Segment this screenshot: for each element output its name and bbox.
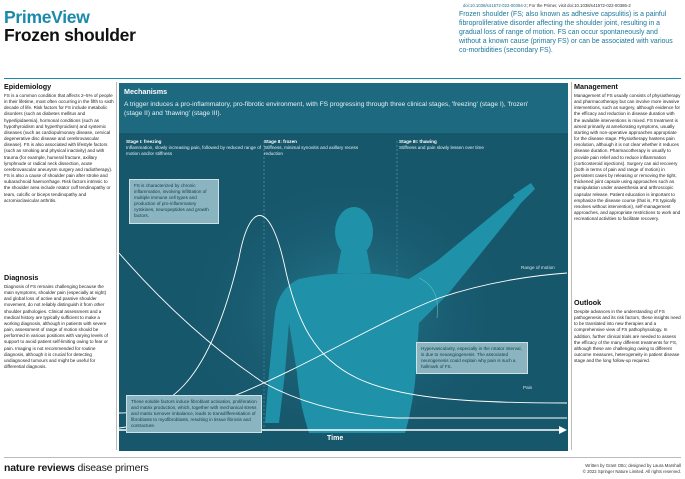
- mechanisms-panel: Mechanisms A trigger induces a pro-infla…: [119, 83, 568, 451]
- intro-band: [119, 83, 568, 133]
- doi-note: ; For the Primer, visit doi:10.1038/s415…: [526, 3, 631, 8]
- time-axis-arrow: [559, 426, 567, 434]
- credit-authors: Written by Grant Otto; designed by Laura…: [585, 463, 681, 468]
- shoulder-highlight: [418, 277, 438, 319]
- doi-line: doi:10.1038/s41572-022-00394-2; For the …: [463, 3, 683, 8]
- header-rule: [4, 78, 681, 79]
- footer-credits: Written by Grant Otto; designed by Laura…: [527, 463, 681, 475]
- stage-1-title: Stage I: freezing: [126, 139, 162, 144]
- stage-3-title: Stage III: thawing: [399, 139, 437, 144]
- epidemiology-section: Epidemiology FS is a common condition th…: [4, 82, 114, 204]
- lead-paragraph: Frozen shoulder (FS; also known as adhes…: [459, 11, 673, 54]
- stage-2: Stage II: frozen Stiffness, minimal syno…: [264, 139, 374, 157]
- diagnosis-section: Diagnosis Diagnosis of FS remains challe…: [4, 273, 114, 370]
- stage-2-text: Stiffness, minimal synovitis and axillar…: [264, 145, 359, 156]
- journal-logo: nature reviews disease primers: [4, 462, 149, 474]
- management-heading: Management: [574, 82, 618, 91]
- outlook-section: Outlook Despite advances in the understa…: [574, 298, 682, 364]
- right-column-divider: [571, 82, 572, 450]
- stage-2-title: Stage II: frozen: [264, 139, 297, 144]
- journal-logo-rest: disease primers: [74, 462, 149, 474]
- stage-3-text: Stiffness and pain slowly lessen over ti…: [399, 145, 484, 150]
- mechanisms-heading: Mechanisms: [124, 87, 168, 96]
- stage-1: Stage I: freezing Inflammation, slowly i…: [126, 139, 266, 157]
- stage-1-text: Inflammation, slowly increasing pain, fo…: [126, 145, 262, 156]
- brand-name: PrimeView: [4, 7, 90, 27]
- outlook-body: Despite advances in the understanding of…: [574, 309, 681, 364]
- stage-3: Stage III: thawing Stiffness and pain sl…: [399, 139, 499, 151]
- note-hypervascularity: Hypervascularity, especially in the rota…: [416, 342, 528, 375]
- management-section: Management Management of FS usually cons…: [574, 82, 682, 222]
- label-pain: Pain: [523, 385, 533, 390]
- footer-rule: [4, 457, 681, 458]
- human-figure: [265, 183, 535, 433]
- management-body: Management of FS usually consists of phy…: [574, 93, 681, 222]
- journal-logo-strong: nature reviews: [4, 462, 75, 474]
- note-fibroblast: These soluble factors induce fibroblast …: [126, 395, 262, 434]
- label-time: Time: [327, 435, 344, 442]
- masthead: PrimeView Frozen shoulder: [4, 8, 136, 45]
- outlook-heading: Outlook: [574, 298, 602, 307]
- doi-link[interactable]: doi:10.1038/s41572-022-00394-2: [463, 3, 527, 8]
- mechanisms-illustration: [119, 83, 568, 451]
- epidemiology-heading: Epidemiology: [4, 82, 52, 91]
- mechanisms-intro: A trigger induces a pro-inflammatory, pr…: [124, 101, 529, 118]
- note-inflammation: FS is characterized by chronic inflammat…: [129, 179, 219, 224]
- diagnosis-body: Diagnosis of FS remains challenging beca…: [4, 284, 108, 370]
- epidemiology-body: FS is a common condition that affects 2–…: [4, 93, 114, 203]
- curve-pain: [119, 215, 568, 414]
- page-title: Frozen shoulder: [4, 25, 136, 45]
- label-range-of-motion: Range of motion: [521, 265, 555, 270]
- diagnosis-heading: Diagnosis: [4, 273, 39, 282]
- left-column-divider: [116, 82, 117, 450]
- credit-copyright: © 2022 Springer Nature Limited. All righ…: [582, 469, 681, 474]
